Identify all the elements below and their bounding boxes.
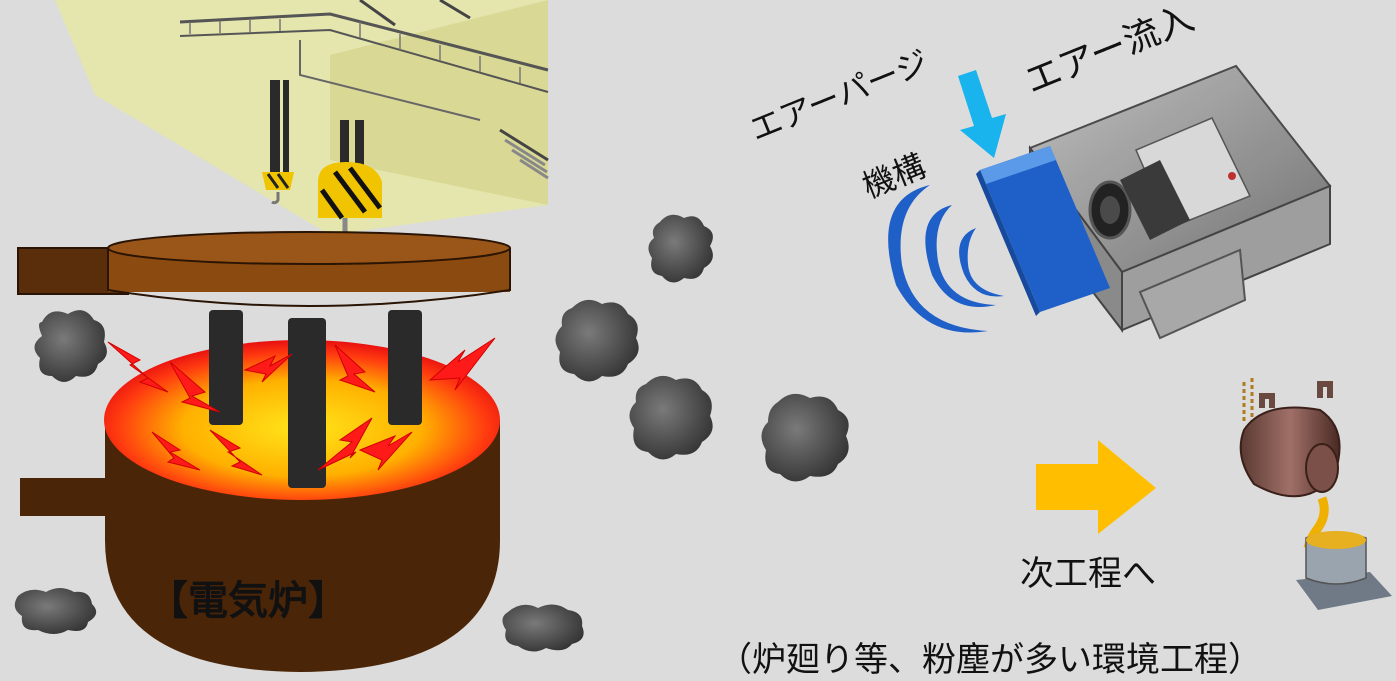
ladle-icon	[1239, 378, 1392, 610]
electrode-icon	[209, 310, 422, 488]
furnace-label: 【電気炉】	[148, 578, 348, 624]
next-process-arrow-icon	[1036, 440, 1156, 534]
dust-cloud-icon	[14, 214, 849, 652]
crane-icon	[55, 0, 549, 235]
next-process-label: 次工程へ	[1020, 554, 1156, 594]
air-purge-box-icon	[976, 146, 1110, 316]
environment-note: （炉廻り等、粉塵が多い環境工程）	[718, 640, 1262, 680]
hook-icon	[262, 162, 382, 251]
spark-icon	[107, 337, 496, 476]
air-wave-icon	[888, 185, 1004, 333]
air-inflow-arrow-icon	[958, 70, 1006, 158]
